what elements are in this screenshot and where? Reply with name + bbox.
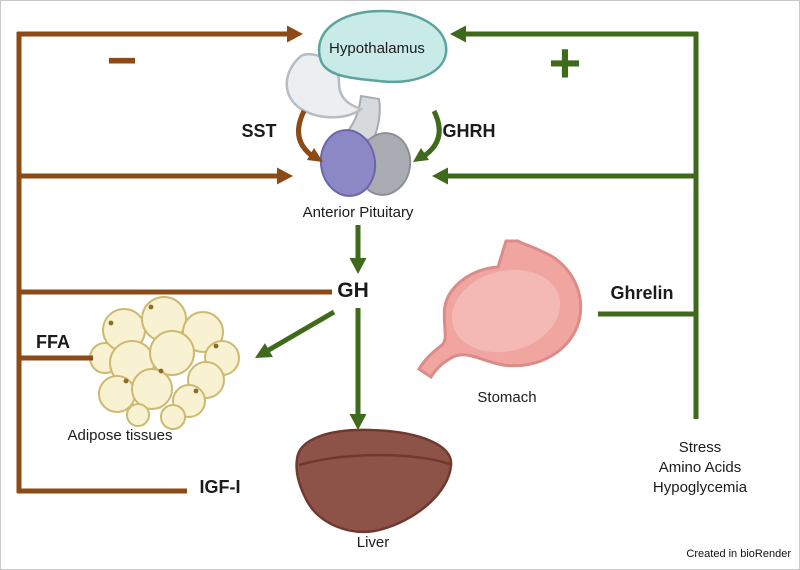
stimuli-line-amino-acids: Amino Acids	[658, 459, 742, 476]
pituitary-illustration	[319, 129, 412, 197]
adipose-illustration	[89, 296, 240, 430]
sst-label: SST	[241, 121, 277, 141]
igf-i-label: IGF-I	[199, 477, 241, 497]
stimuli-text-block: Stress Amino Acids Hypoglycemia	[653, 438, 747, 498]
stimuli-line-hypoglycemia: Hypoglycemia	[652, 479, 748, 496]
gh-label: GH	[337, 279, 369, 302]
adipose-tissues-label: Adipose tissues	[67, 427, 173, 444]
hypothalamus-illustration	[285, 9, 448, 143]
stomach-label: Stomach	[477, 389, 537, 406]
biorender-credit: Created in bioRender	[686, 548, 791, 560]
ghrh-label: GHRH	[442, 121, 496, 141]
stimulatory-lines	[255, 25, 699, 430]
ghrelin-label: Ghrelin	[610, 283, 674, 303]
stimuli-line-stress: Stress	[678, 439, 722, 456]
liver-illustration	[295, 428, 453, 534]
ffa-label: FFA	[36, 332, 70, 352]
anterior-pituitary-label: Anterior Pituitary	[302, 204, 414, 221]
hypothalamus-label: Hypothalamus	[329, 40, 425, 57]
inhibitory-feedback-lines	[16, 25, 332, 494]
minus-sign: −	[106, 32, 138, 90]
liver-label: Liver	[356, 534, 390, 551]
plus-sign: +	[548, 31, 582, 94]
stomach-illustration	[416, 239, 583, 380]
